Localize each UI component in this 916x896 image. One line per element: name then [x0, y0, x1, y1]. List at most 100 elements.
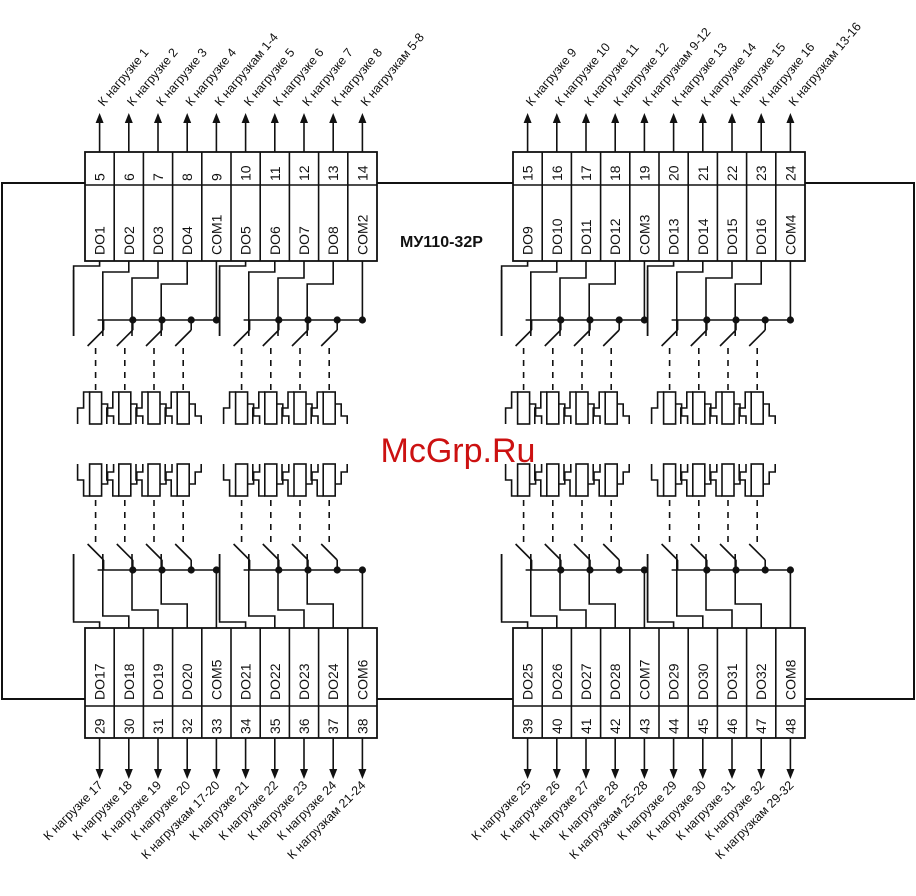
junction-dot [333, 316, 341, 324]
relay-contact [233, 329, 251, 347]
junction-dot [615, 316, 623, 324]
terminal-pin-number: 5 [92, 173, 108, 181]
relay-coil-box [293, 391, 307, 425]
junction-dot [703, 316, 711, 324]
module-body [1, 182, 915, 700]
relay-coil-box [118, 391, 132, 425]
terminal-signal-label: DO12 [607, 218, 623, 255]
load-arrow-head [329, 113, 338, 123]
relay-coil [592, 463, 631, 497]
terminal-pin-number: 15 [520, 165, 536, 181]
relay-contact [515, 543, 533, 561]
relay-contact [174, 329, 192, 347]
output-lead [160, 556, 188, 628]
terminal-signal-label: DO9 [520, 226, 536, 255]
relay-coil [738, 463, 777, 497]
terminal-pin-number: 33 [208, 718, 224, 734]
relay-coil-lead [222, 391, 236, 424]
relay-contact [87, 329, 105, 347]
load-arrow-head [552, 113, 561, 123]
relay-coil [738, 391, 777, 425]
junction-dot [187, 566, 195, 574]
relay-coil-lead [164, 464, 178, 497]
relay-contact [233, 543, 251, 561]
terminal-pin-number: 21 [695, 165, 711, 181]
terminal-pin-number: 40 [549, 718, 565, 734]
load-arrow-head [241, 113, 250, 123]
terminal-signal-label: COM8 [782, 659, 798, 700]
relay-coil-box [575, 463, 589, 497]
output-lead [72, 261, 101, 334]
relay-coil-lead [650, 391, 664, 424]
relay-coil-lead [281, 391, 294, 424]
relay-coil-lead [504, 464, 518, 497]
terminal-pin-number: 9 [208, 173, 224, 181]
relay-coil [504, 463, 543, 497]
terminal-signal-label: DO16 [753, 218, 769, 255]
relay-coil [106, 391, 144, 425]
relay-coil-lead [533, 391, 547, 424]
relay-coil-box [176, 463, 190, 497]
relay-coil-lead [592, 464, 606, 497]
load-arrow-head [300, 113, 308, 123]
relay-coil-box [691, 391, 706, 425]
relay-coil-lead [76, 464, 90, 497]
terminal-signal-label: COM7 [636, 659, 652, 700]
terminal-signal-label: DO21 [238, 663, 254, 700]
relay-coil [533, 391, 572, 425]
load-arrow-head [640, 769, 649, 779]
relay-coil-box [234, 463, 249, 497]
terminal-pin-number: 39 [520, 718, 536, 734]
terminal-signal-label: DO29 [666, 663, 682, 700]
output-lead [588, 261, 617, 334]
terminal-pin-number: 48 [782, 718, 798, 734]
load-arrow-head [728, 769, 736, 779]
load-arrow-head [786, 113, 795, 123]
relay-coil-lead [222, 464, 236, 497]
relay-contact [291, 329, 309, 347]
terminal-signal-label: DO14 [695, 218, 711, 255]
relay-contact [748, 329, 766, 347]
relay-coil-lead [335, 464, 349, 485]
relay-coil-box [176, 391, 190, 425]
terminal-pin-number: 31 [150, 718, 166, 734]
terminal-pin-number: 34 [238, 718, 254, 734]
output-lead [102, 556, 130, 628]
relay-coil [164, 391, 202, 425]
load-arrow-head [757, 113, 766, 123]
relay-coil [76, 463, 115, 497]
relay-coil-box [293, 463, 307, 497]
terminal-signal-label: DO17 [92, 663, 108, 700]
terminal-signal-label: DO19 [150, 663, 166, 700]
relay-coil-box [662, 463, 677, 497]
output-lead [500, 261, 529, 334]
relay-coil-box [147, 391, 161, 425]
load-arrow-head [183, 769, 192, 779]
terminal-pin-number: 6 [121, 173, 137, 181]
relay-coil [252, 463, 290, 497]
relay-coil-lead [617, 464, 631, 485]
load-arrow-head [329, 769, 338, 779]
relay-contact [661, 543, 679, 561]
terminal-signal-label: DO30 [695, 663, 711, 700]
junction-dot [358, 566, 366, 574]
junction-dot [786, 566, 795, 574]
terminal-pin-number: 38 [354, 718, 370, 734]
terminal-signal-label: COM4 [782, 214, 798, 255]
output-lead [72, 556, 101, 628]
output-lead [646, 556, 675, 628]
relay-coil-box [545, 391, 560, 425]
relay-coil-box [263, 463, 278, 497]
relay-contact [719, 329, 737, 347]
relay-coil-box [750, 391, 765, 425]
junction-dot [703, 566, 711, 574]
load-arrow-head [95, 113, 104, 123]
load-arrow-head [270, 113, 279, 123]
output-lead [588, 556, 617, 628]
terminal-signal-label: DO25 [520, 663, 536, 700]
relay-coil-box [545, 463, 560, 497]
relay-contact [661, 329, 679, 347]
